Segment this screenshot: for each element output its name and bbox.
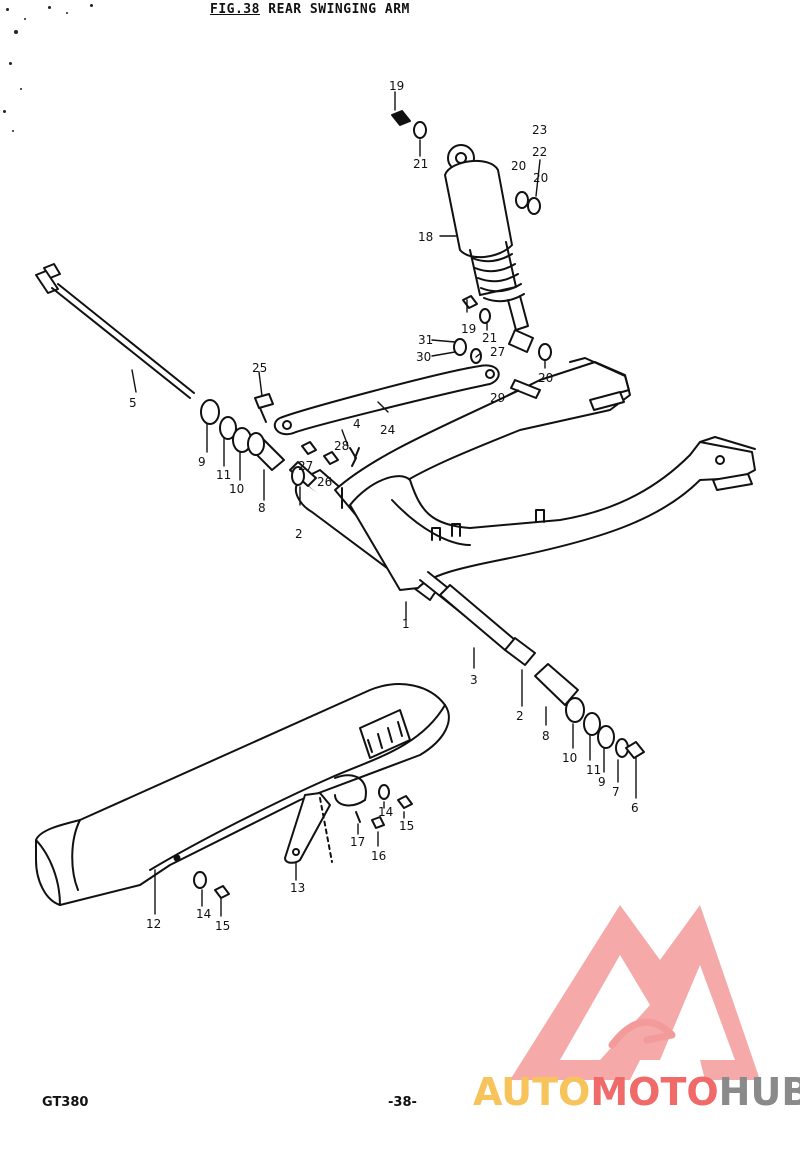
callout-5: 5 [129,396,137,410]
callout-2: 2 [295,527,303,541]
callout-29: 29 [490,391,505,405]
callout-19: 19 [389,79,404,93]
callout-16: 16 [371,849,386,863]
scan-speck [90,4,93,7]
figure-number: FIG.38 [210,2,260,17]
callout-23: 23 [532,123,547,137]
callout-3: 3 [470,673,478,687]
callout-6: 6 [631,801,639,815]
callout-21: 21 [482,331,497,345]
callout-11: 11 [586,763,601,777]
part-12-chain-case [35,683,450,906]
callout-19: 19 [461,322,476,336]
callout-27: 27 [298,459,313,473]
callout-12: 12 [146,917,161,931]
callout-26: 26 [317,475,332,489]
part-18-rear-shock [444,144,534,353]
scan-speck [14,30,18,34]
callout-21: 21 [413,157,428,171]
callout-14: 14 [378,805,393,819]
callout-27: 27 [490,345,505,359]
model-label: GT380 [42,1095,89,1110]
watermark-moto: MOTO [590,1070,719,1114]
part-5-pivot-bolt [35,263,195,399]
callout-9: 9 [198,455,206,469]
callout-20: 20 [538,371,553,385]
callout-15: 15 [215,919,230,933]
callout-28: 28 [334,439,349,453]
callout-25: 25 [252,361,267,375]
left-bushing-stack [200,399,317,487]
callout-17: 17 [350,835,365,849]
callout-10: 10 [562,751,577,765]
scan-speck [20,88,22,90]
callout-4: 4 [353,417,361,431]
callout-20: 20 [533,171,548,185]
scan-speck [3,110,6,113]
callout-13: 13 [290,881,305,895]
right-bushing-stack [439,584,645,759]
leader-lines [131,91,637,917]
scan-speck [9,62,12,65]
callout-8: 8 [258,501,266,515]
scan-speck [24,18,26,20]
callout-7: 7 [612,785,620,799]
page-title: FIG.38 REAR SWINGING ARM [210,2,410,17]
figure-title: REAR SWINGING ARM [268,2,410,17]
callout-1: 1 [402,617,410,631]
callout-9: 9 [598,775,606,789]
scan-speck [66,12,68,14]
callout-31: 31 [418,333,433,347]
callout-14: 14 [196,907,211,921]
scan-speck [6,8,9,11]
callout-18: 18 [418,230,433,244]
callout-30: 30 [416,350,431,364]
watermark-text: AUTOMOTOHUB [473,1070,800,1114]
part-24-torque-link [273,364,500,436]
callout-11: 11 [216,468,231,482]
watermark-auto: AUTO [473,1070,591,1114]
case-fasteners [193,784,413,899]
shock-hardware [254,110,552,509]
callout-22: 22 [532,145,547,159]
callout-8: 8 [542,729,550,743]
watermark-logo [510,905,760,1080]
callout-15: 15 [399,819,414,833]
scan-speck [12,130,14,132]
callout-10: 10 [229,482,244,496]
watermark-hub: HUB [718,1070,800,1114]
scan-speck [48,6,51,9]
callout-2: 2 [516,709,524,723]
callout-24: 24 [380,423,395,437]
page-number: -38- [388,1095,417,1110]
callout-20: 20 [511,159,526,173]
